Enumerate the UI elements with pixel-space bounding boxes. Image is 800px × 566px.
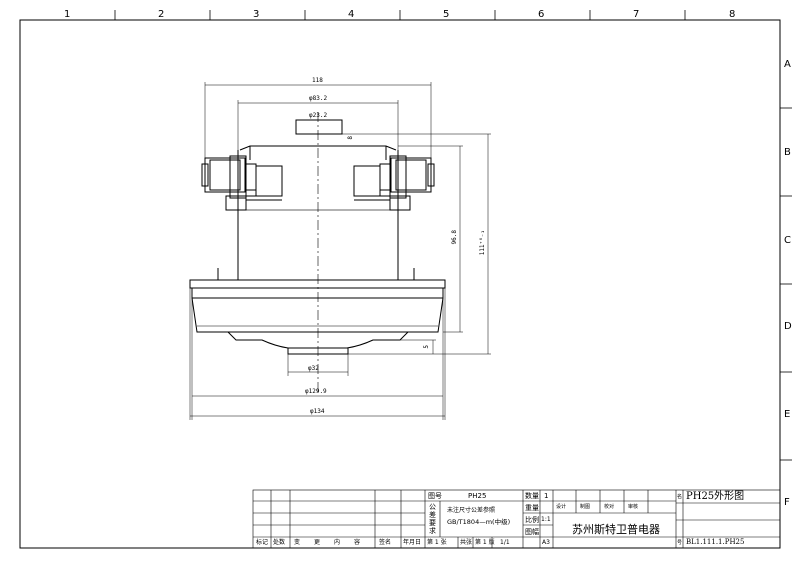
- code-mark: 号: [677, 540, 683, 546]
- dim-23-2: φ23.2: [309, 112, 328, 119]
- col-label-8: 8: [729, 9, 736, 20]
- row-label-e: E: [784, 409, 791, 420]
- col-label-7: 7: [633, 9, 640, 20]
- row-label-c: C: [784, 235, 791, 246]
- tol-label-4: 求: [429, 527, 436, 535]
- rev-sign-label: 签名: [379, 539, 392, 546]
- tol-label-1: 公: [429, 503, 436, 511]
- approve-label: 审核: [628, 504, 639, 510]
- rev-date-label: 年月日: [403, 539, 422, 546]
- motor-outline: [189, 119, 446, 355]
- qty-value: 1: [544, 492, 549, 500]
- check-label: 校对: [604, 504, 615, 510]
- row-label-f: F: [784, 497, 790, 508]
- draw-label: 制图: [580, 504, 591, 510]
- dim-96-8: 96.8: [451, 230, 458, 245]
- rev-place-label: 处数: [273, 539, 286, 546]
- col-label-1: 1: [64, 9, 71, 20]
- row-label-b: B: [784, 147, 791, 158]
- sheet-total: 共张: [460, 539, 473, 546]
- title-mark: 名: [677, 494, 683, 500]
- rev-content-1: 变: [294, 539, 301, 546]
- rev-content-3: 内: [334, 539, 341, 546]
- drawing-no-label: 图号: [428, 492, 442, 500]
- row-label-a: A: [784, 59, 791, 70]
- sheet-version: 第 1 版: [475, 539, 495, 546]
- outer-frame: [19, 19, 781, 549]
- drawing-title: PH25外形图: [686, 491, 745, 502]
- rev-mark-label: 标记: [256, 539, 269, 546]
- drawing-no: PH25: [468, 492, 487, 500]
- tol-label-2: 差: [429, 511, 436, 519]
- col-label-3: 3: [253, 9, 260, 20]
- sheet-no: 第 1 张: [427, 539, 447, 546]
- col-label-5: 5: [443, 9, 450, 20]
- qty-label: 数量: [525, 492, 539, 500]
- dimension-lines: [189, 82, 491, 420]
- sheet-fraction: 1/1: [500, 539, 510, 546]
- tol-note: 未注尺寸公差参照: [447, 507, 496, 514]
- scale-label: 比例: [525, 516, 539, 524]
- col-label-6: 6: [538, 9, 545, 20]
- tol-standard: GB/T1804—m(中级): [447, 518, 511, 526]
- company-name: 苏州斯特卫普电器: [572, 523, 660, 536]
- size-label: 图幅: [525, 528, 539, 536]
- drawing-code: BL1.111.1.PH25: [686, 538, 745, 546]
- dim-5: 5: [423, 345, 430, 349]
- dim-83-2: φ83.2: [309, 95, 328, 102]
- row-label-d: D: [784, 321, 792, 332]
- dim-118: 118: [312, 77, 323, 84]
- dim-129-9: φ129.9: [305, 388, 327, 395]
- scale-value: 1:1: [541, 516, 551, 523]
- design-label: 设计: [556, 504, 567, 510]
- dim-32: φ32: [308, 365, 319, 372]
- grid-ticks: [114, 10, 792, 461]
- col-label-4: 4: [348, 9, 355, 20]
- size-value: A3: [542, 539, 550, 546]
- rev-content-2: 更: [314, 539, 321, 546]
- dim-8: 8: [347, 136, 354, 140]
- tol-label-3: 要: [429, 519, 436, 527]
- rev-content-4: 容: [354, 539, 361, 546]
- col-label-2: 2: [158, 9, 165, 20]
- weight-label: 重量: [525, 504, 539, 512]
- dim-111: 111⁺⁰₋₁: [479, 230, 486, 256]
- title-block-lines: [252, 489, 781, 549]
- dim-134: φ134: [310, 408, 325, 415]
